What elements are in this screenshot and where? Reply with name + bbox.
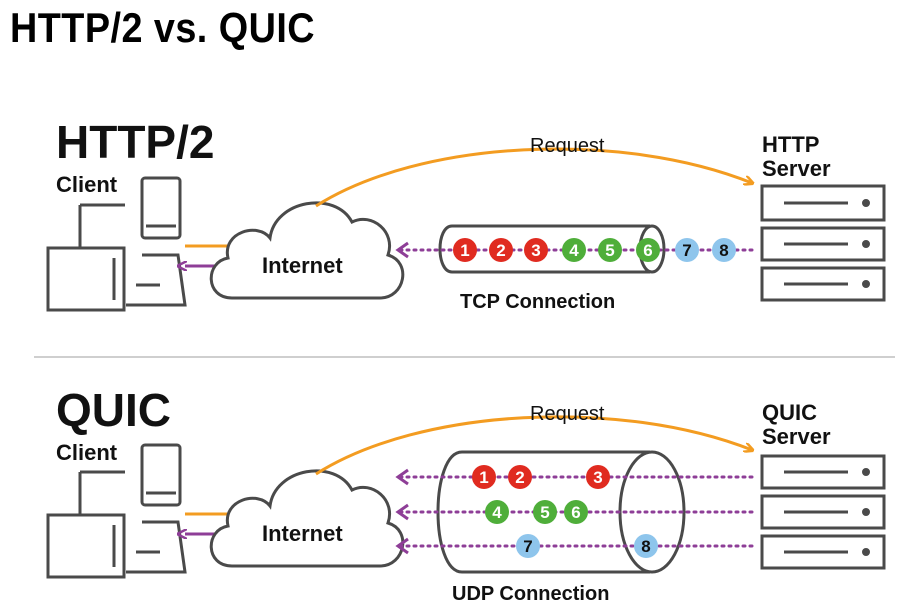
stream-2-arrowhead bbox=[395, 503, 409, 521]
packet-circle bbox=[564, 500, 588, 524]
quic-packet-8: 8 bbox=[634, 534, 658, 558]
http2-packets: 1 2 3 4 5 6 7 8 bbox=[453, 238, 736, 262]
quic-packet-1: 1 bbox=[472, 465, 496, 489]
quic-packet-4: 4 bbox=[485, 500, 509, 524]
quic-request-label: Request bbox=[530, 403, 605, 425]
quic-packet-7: 7 bbox=[516, 534, 540, 558]
http2-internet-label: Internet bbox=[262, 253, 343, 278]
packet-circle bbox=[489, 238, 513, 262]
packet-number: 6 bbox=[571, 503, 580, 522]
packet-circle bbox=[453, 238, 477, 262]
stream-1-arrowhead bbox=[395, 468, 409, 486]
http2-server-label-line2: Server bbox=[762, 156, 831, 181]
packet-number: 4 bbox=[569, 241, 579, 260]
http2-packet-3: 3 bbox=[524, 238, 548, 262]
packet-circle bbox=[712, 238, 736, 262]
quic-server-rack-icon bbox=[760, 454, 886, 570]
packet-circle bbox=[533, 500, 557, 524]
quic-server-label-line1: QUIC bbox=[762, 400, 817, 425]
quic-packet-3: 3 bbox=[586, 465, 610, 489]
http2-packet-2: 2 bbox=[489, 238, 513, 262]
http2-heading: HTTP/2 bbox=[56, 116, 214, 168]
packet-number: 3 bbox=[531, 241, 540, 260]
page-title: HTTP/2 vs. QUIC bbox=[10, 4, 316, 51]
http2-client-label: Client bbox=[56, 172, 118, 197]
packet-number: 8 bbox=[641, 537, 650, 556]
packet-circle bbox=[634, 534, 658, 558]
packet-circle bbox=[524, 238, 548, 262]
packet-number: 5 bbox=[605, 241, 614, 260]
http2-server-label-line1: HTTP bbox=[762, 132, 819, 157]
packet-circle bbox=[636, 238, 660, 262]
tcp-connection-label: TCP Connection bbox=[460, 291, 615, 313]
stream-3-arrowhead bbox=[395, 537, 409, 555]
packet-number: 5 bbox=[540, 503, 549, 522]
http2-packet-5: 5 bbox=[598, 238, 622, 262]
quic-packet-5: 5 bbox=[533, 500, 557, 524]
quic-server-label-line2: Server bbox=[762, 424, 831, 449]
quic-request-arrow bbox=[315, 415, 752, 476]
packet-number: 3 bbox=[593, 468, 602, 487]
packet-number: 4 bbox=[492, 503, 502, 522]
packet-circle bbox=[675, 238, 699, 262]
packet-circle bbox=[598, 238, 622, 262]
http2-packet-8: 8 bbox=[712, 238, 736, 262]
quic-internet-label: Internet bbox=[262, 521, 343, 546]
quic-heading: QUIC bbox=[56, 384, 171, 436]
http2-request-arrow bbox=[315, 147, 752, 208]
http2-server-rack-icon bbox=[760, 184, 886, 302]
packet-circle bbox=[485, 500, 509, 524]
quic-packet-2: 2 bbox=[508, 465, 532, 489]
http2-packet-4: 4 bbox=[562, 238, 586, 262]
internet-cloud-icon bbox=[209, 201, 405, 300]
packet-number: 6 bbox=[643, 241, 652, 260]
quic-packets: 1 2 3 4 5 6 7 8 bbox=[472, 465, 658, 558]
packet-circle bbox=[516, 534, 540, 558]
http2-packet-1: 1 bbox=[453, 238, 477, 262]
packet-number: 1 bbox=[479, 468, 488, 487]
http2-packet-7: 7 bbox=[675, 238, 699, 262]
http2-response-arrowhead bbox=[395, 241, 409, 259]
packet-number: 7 bbox=[523, 537, 532, 556]
packet-circle bbox=[586, 465, 610, 489]
packet-number: 7 bbox=[682, 241, 691, 260]
http2-section: HTTP/2 Client Internet Request HTTP Serv… bbox=[46, 116, 886, 313]
packet-number: 1 bbox=[460, 241, 469, 260]
packet-number: 8 bbox=[719, 241, 728, 260]
quic-packet-6: 6 bbox=[564, 500, 588, 524]
packet-circle bbox=[472, 465, 496, 489]
quic-client-label: Client bbox=[56, 440, 118, 465]
client-devices-icon bbox=[46, 443, 187, 579]
packet-number: 2 bbox=[515, 468, 524, 487]
client-devices-icon bbox=[46, 176, 187, 312]
quic-section: QUIC Client Internet Request QUIC Server bbox=[46, 384, 886, 605]
packet-circle bbox=[562, 238, 586, 262]
internet-cloud-icon bbox=[209, 469, 405, 568]
http2-request-label: Request bbox=[530, 135, 605, 157]
packet-circle bbox=[508, 465, 532, 489]
packet-number: 2 bbox=[496, 241, 505, 260]
udp-connection-label: UDP Connection bbox=[452, 583, 609, 605]
http2-packet-6: 6 bbox=[636, 238, 660, 262]
